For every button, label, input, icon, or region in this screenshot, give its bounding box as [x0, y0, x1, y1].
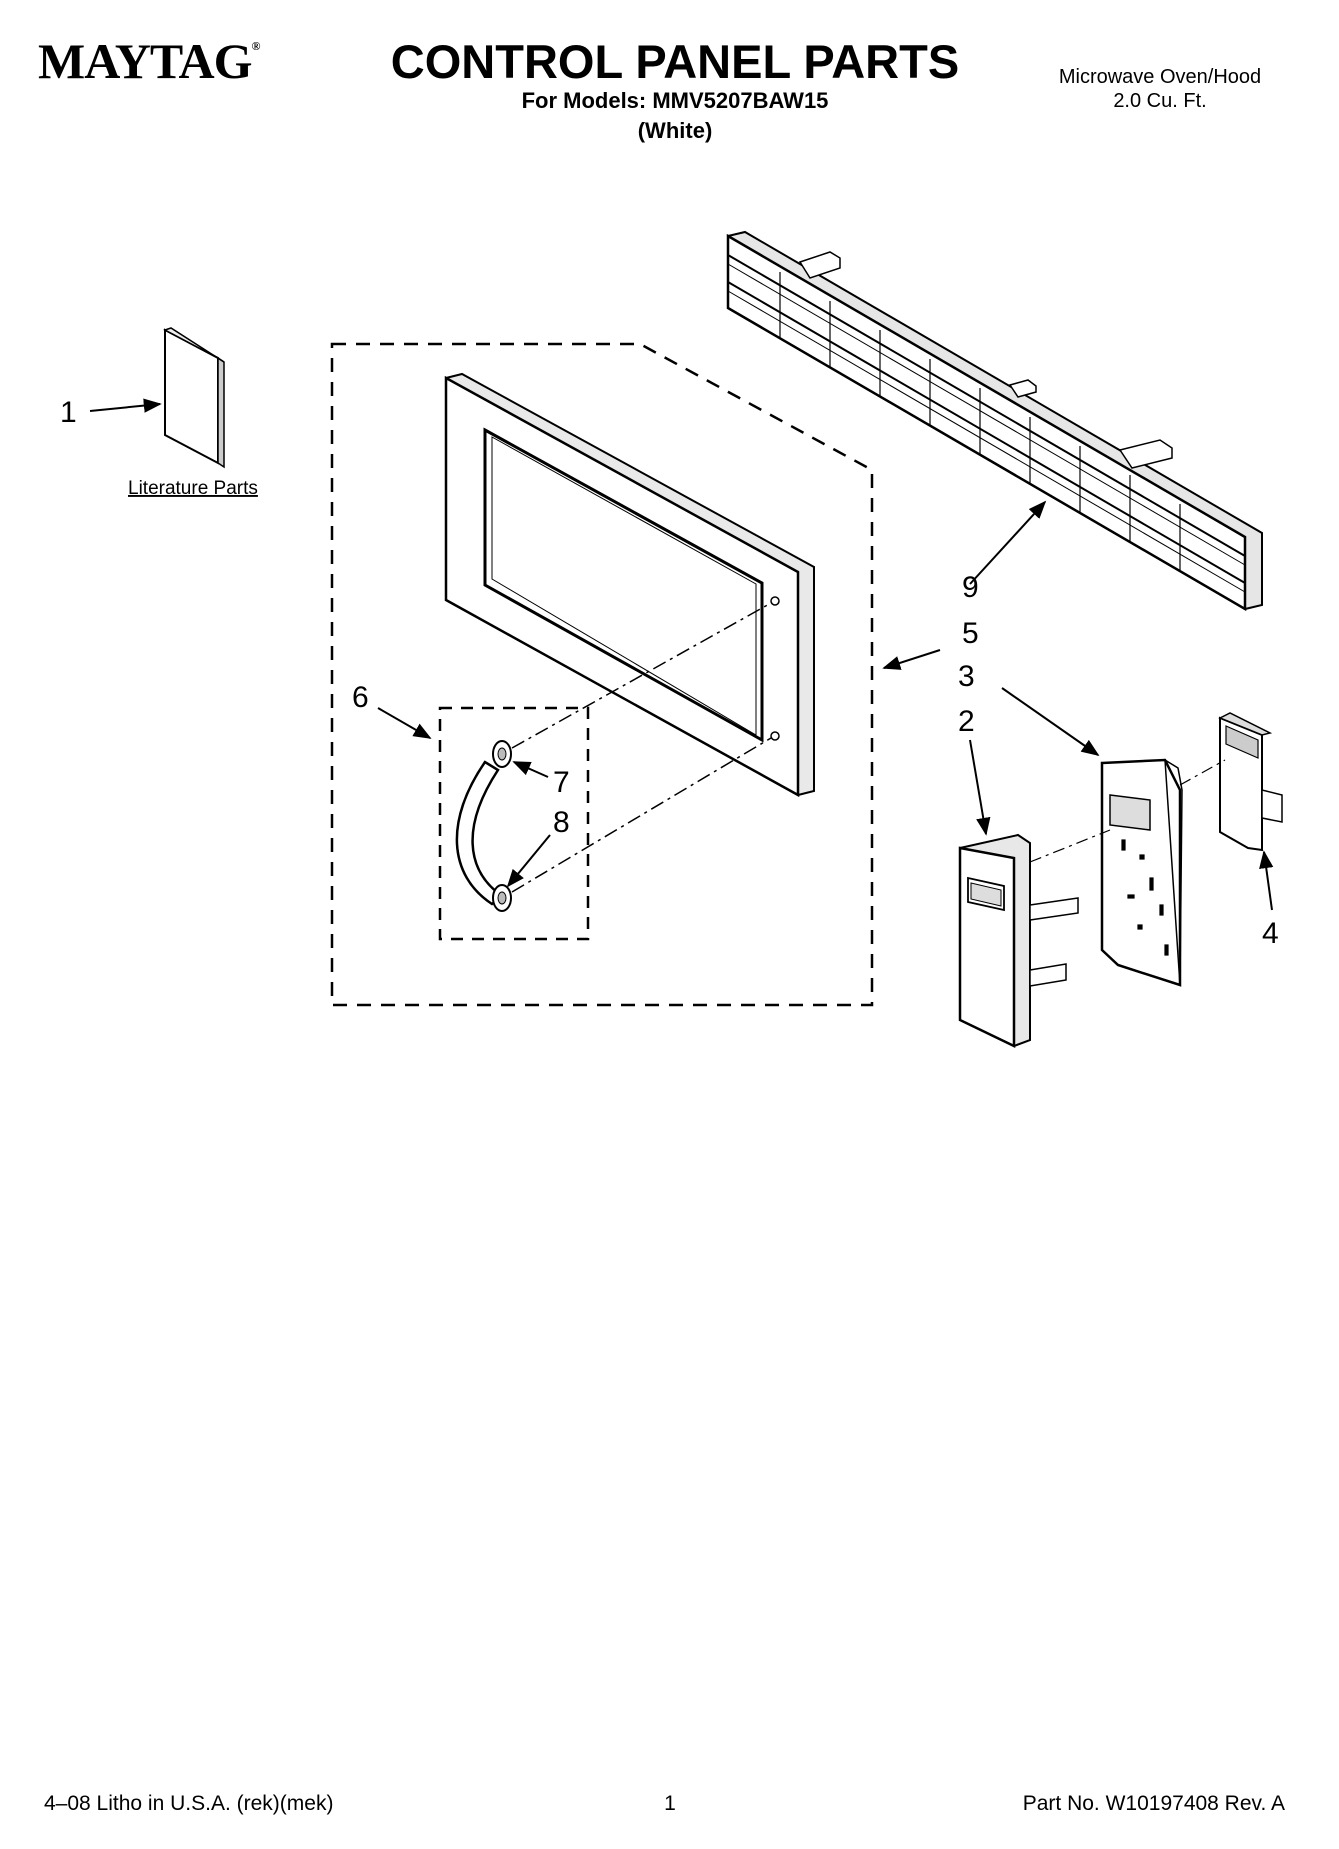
door-handle	[455, 760, 505, 906]
leader-line-1	[89, 398, 162, 413]
page-title: CONTROL PANEL PARTS	[390, 35, 960, 88]
model-number: For Models: MMV5207BAW15	[521, 88, 829, 113]
leader-line-8	[506, 834, 551, 888]
literature-booklet	[163, 327, 225, 469]
callout-2: 2	[958, 705, 975, 738]
door-assembly-boundary	[330, 342, 874, 1007]
part-number: Part No. W10197408 Rev. A	[1022, 1792, 1285, 1815]
model-variant: (White)	[637, 118, 713, 143]
control-board	[1100, 758, 1183, 987]
vent-grille	[726, 230, 1263, 612]
literature-parts-label: Literature Parts	[128, 478, 258, 499]
leader-line-2	[969, 739, 991, 836]
brand-logo: MAYTAG®	[38, 33, 260, 89]
callout-3: 3	[958, 660, 975, 693]
leader-line-3	[1001, 687, 1100, 757]
brand-name: MAYTAG	[38, 33, 252, 89]
callout-5: 5	[962, 617, 979, 650]
leader-line-4	[1259, 850, 1274, 911]
control-panel-fascia	[958, 833, 1079, 1048]
brand-registered-mark: ®	[251, 39, 260, 53]
litho-info: 4–08 Litho in U.S.A. (rek)(mek)	[44, 1792, 334, 1815]
callout-6: 6	[352, 681, 369, 714]
leader-line-5	[882, 649, 941, 670]
callout-4: 4	[1262, 917, 1279, 950]
callout-8: 8	[553, 806, 570, 839]
callout-7: 7	[553, 766, 570, 799]
leader-line-7	[512, 761, 549, 778]
leader-line-9	[969, 500, 1047, 585]
callout-1: 1	[60, 396, 77, 429]
product-capacity: 2.0 Cu. Ft.	[1113, 90, 1207, 112]
callout-9: 9	[962, 571, 979, 604]
product-type: Microwave Oven/Hood	[1058, 66, 1262, 88]
touch-pad	[1218, 712, 1283, 852]
leader-line-6	[377, 707, 432, 739]
handle-assembly-boundary	[438, 706, 590, 941]
door-panel	[444, 372, 815, 798]
page-number: 1	[664, 1792, 676, 1815]
